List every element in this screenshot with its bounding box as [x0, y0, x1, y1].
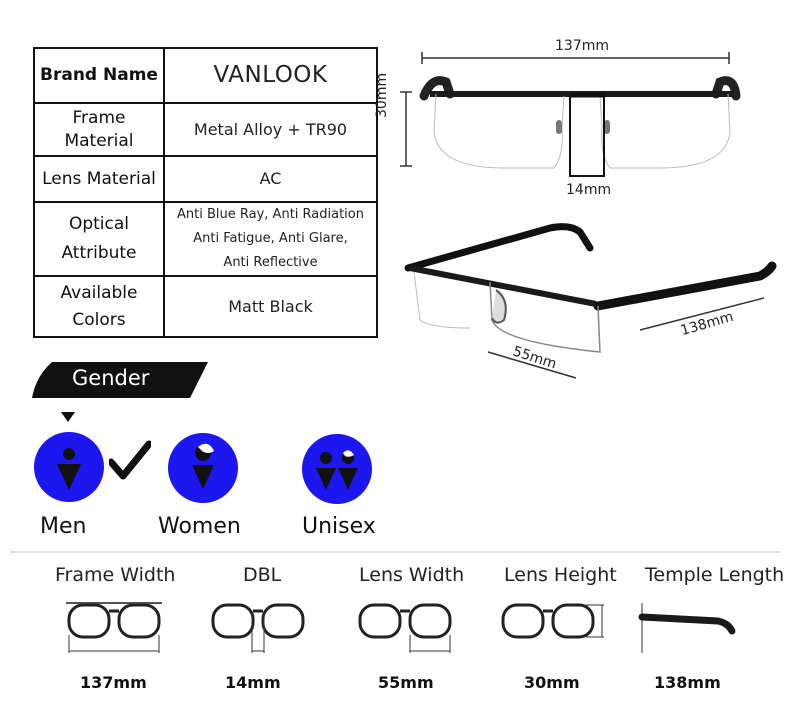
- gender-option-men[interactable]: [34, 432, 104, 502]
- measure-label-dbl: DBL: [243, 564, 282, 586]
- gender-banner: [32, 362, 208, 398]
- measure-label-lens-width: Lens Width: [359, 564, 465, 586]
- front-height-label: 30mm: [374, 72, 390, 118]
- frame-material-value: Metal Alloy + TR90: [163, 102, 378, 157]
- measure-value-frame-width: 137mm: [80, 673, 147, 692]
- measure-label-lens-height: Lens Height: [504, 564, 617, 586]
- measure-label-frame-width: Frame Width: [55, 564, 176, 586]
- measure-label-temple-length: Temple Length: [645, 564, 785, 586]
- front-view-diagram: [400, 52, 741, 177]
- gender-option-women[interactable]: [168, 433, 238, 503]
- dbl-icon: [211, 603, 305, 653]
- gender-label-men: Men: [40, 514, 87, 539]
- measure-value-temple-length: 138mm: [654, 673, 721, 692]
- lens-height-icon: [501, 603, 604, 639]
- female-icon: [192, 443, 214, 489]
- section-divider: [10, 551, 780, 553]
- measure-value-lens-width: 55mm: [378, 673, 434, 692]
- gender-label-women: Women: [158, 514, 241, 539]
- front-width-label: 137mm: [555, 38, 609, 54]
- side-view-diagram: [404, 223, 777, 379]
- frame-width-icon: [66, 602, 162, 653]
- brand-name-key: Brand Name: [33, 47, 165, 104]
- front-bridge-label: 14mm: [566, 182, 612, 198]
- selection-pointer-icon: [61, 412, 75, 422]
- gender-title: Gender: [72, 366, 150, 390]
- temple-length-icon: [638, 603, 736, 653]
- gender-label-unisex: Unisex: [302, 514, 376, 539]
- male-icon: [57, 448, 81, 490]
- lens-material-key: Lens Material: [33, 155, 165, 203]
- measure-value-lens-height: 30mm: [524, 673, 580, 692]
- measure-value-dbl: 14mm: [225, 673, 281, 692]
- unisex-icon: [316, 450, 358, 490]
- brand-name-value: VANLOOK: [163, 47, 378, 104]
- lens-material-value: AC: [163, 155, 378, 203]
- selected-check-icon: [109, 440, 151, 480]
- gender-option-unisex[interactable]: [302, 434, 372, 504]
- available-colors-value: Matt Black: [163, 275, 378, 339]
- lens-width-icon: [358, 603, 452, 653]
